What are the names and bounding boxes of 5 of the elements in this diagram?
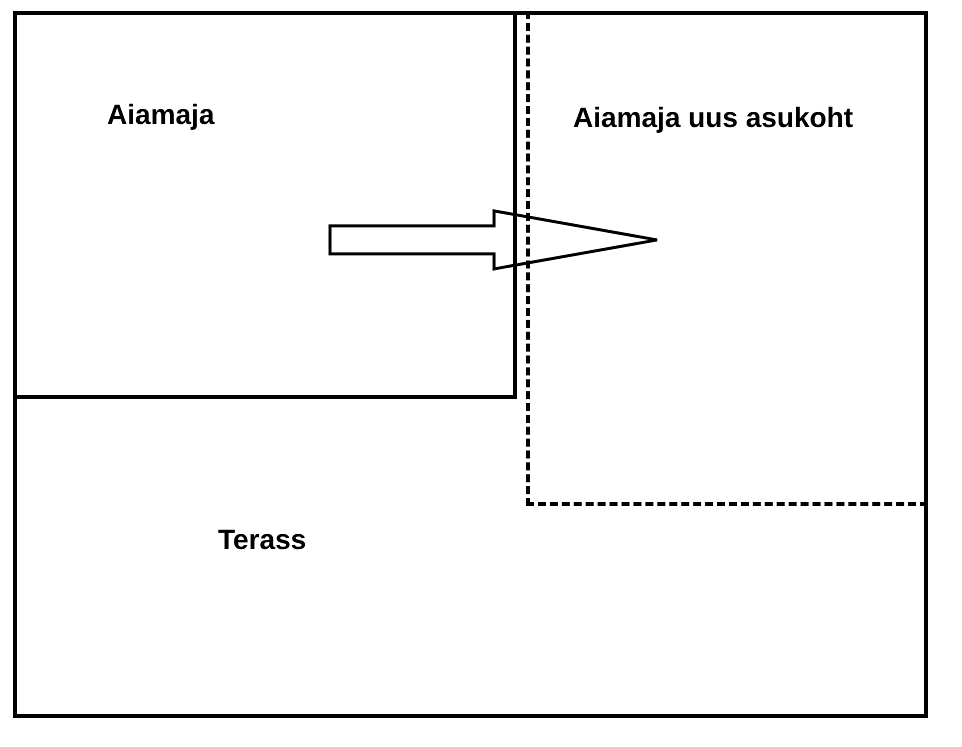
block-arrow: [328, 209, 659, 271]
area-label: Terass: [218, 524, 306, 556]
area-label: Aiamaja uus asukoht: [573, 102, 854, 134]
terrace-outline: [13, 11, 928, 718]
area-label: Aiamaja: [107, 99, 214, 131]
